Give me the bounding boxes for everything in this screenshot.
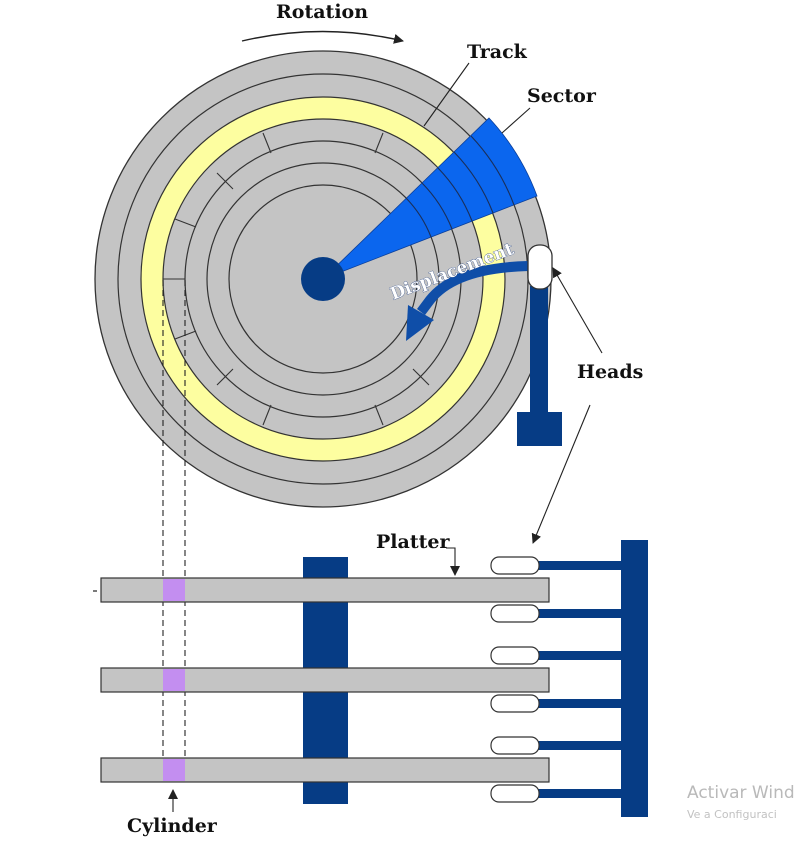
watermark-line-2: Ve a Configuraci xyxy=(687,808,777,821)
rotation-label: Rotation xyxy=(276,1,368,23)
cylinder-label: Cylinder xyxy=(127,815,218,837)
read-head-4 xyxy=(490,694,540,713)
sector-label: Sector xyxy=(527,85,597,107)
read-head-5 xyxy=(490,736,540,755)
actuator-bar xyxy=(621,540,648,817)
platter-top-view xyxy=(94,50,552,508)
read-head-top xyxy=(527,244,553,290)
read-heads-side xyxy=(490,556,540,803)
cylinder-guides xyxy=(162,280,186,782)
track-pointer xyxy=(423,62,470,127)
heads-label: Heads xyxy=(577,361,643,383)
read-head-6 xyxy=(490,784,540,803)
heads-pointer-down xyxy=(531,404,591,544)
platter-stack xyxy=(93,557,550,804)
track-label: Track xyxy=(467,41,528,63)
cylinder-cell-3 xyxy=(163,759,185,781)
read-head-2 xyxy=(490,604,540,623)
sector-dividers xyxy=(163,132,430,426)
read-head-3 xyxy=(490,646,540,665)
watermark-line-1: Activar Wind xyxy=(687,783,794,803)
heads-pointer-up xyxy=(552,267,603,354)
head-comb xyxy=(490,540,648,817)
spindle-hub xyxy=(301,257,345,301)
displacement-arrow xyxy=(406,261,529,341)
platter-pointer xyxy=(446,547,460,576)
platter-label: Platter xyxy=(376,531,450,553)
cylinder-cell-2 xyxy=(163,669,185,691)
read-head-1 xyxy=(490,556,540,575)
cylinder-cell-1 xyxy=(163,579,185,601)
arm-pivot xyxy=(517,412,562,446)
arm-shaft xyxy=(530,286,548,414)
platter-ring-6 xyxy=(206,162,440,396)
sector-pointer xyxy=(501,107,531,134)
head-arm-top xyxy=(517,244,562,446)
pointer-lines xyxy=(168,62,603,812)
head-arms xyxy=(537,561,623,798)
sector-wedge-rings xyxy=(405,135,515,238)
sector-wedge xyxy=(322,117,538,280)
rotation-arrow xyxy=(241,30,404,44)
platter-ring-7 xyxy=(228,184,418,374)
